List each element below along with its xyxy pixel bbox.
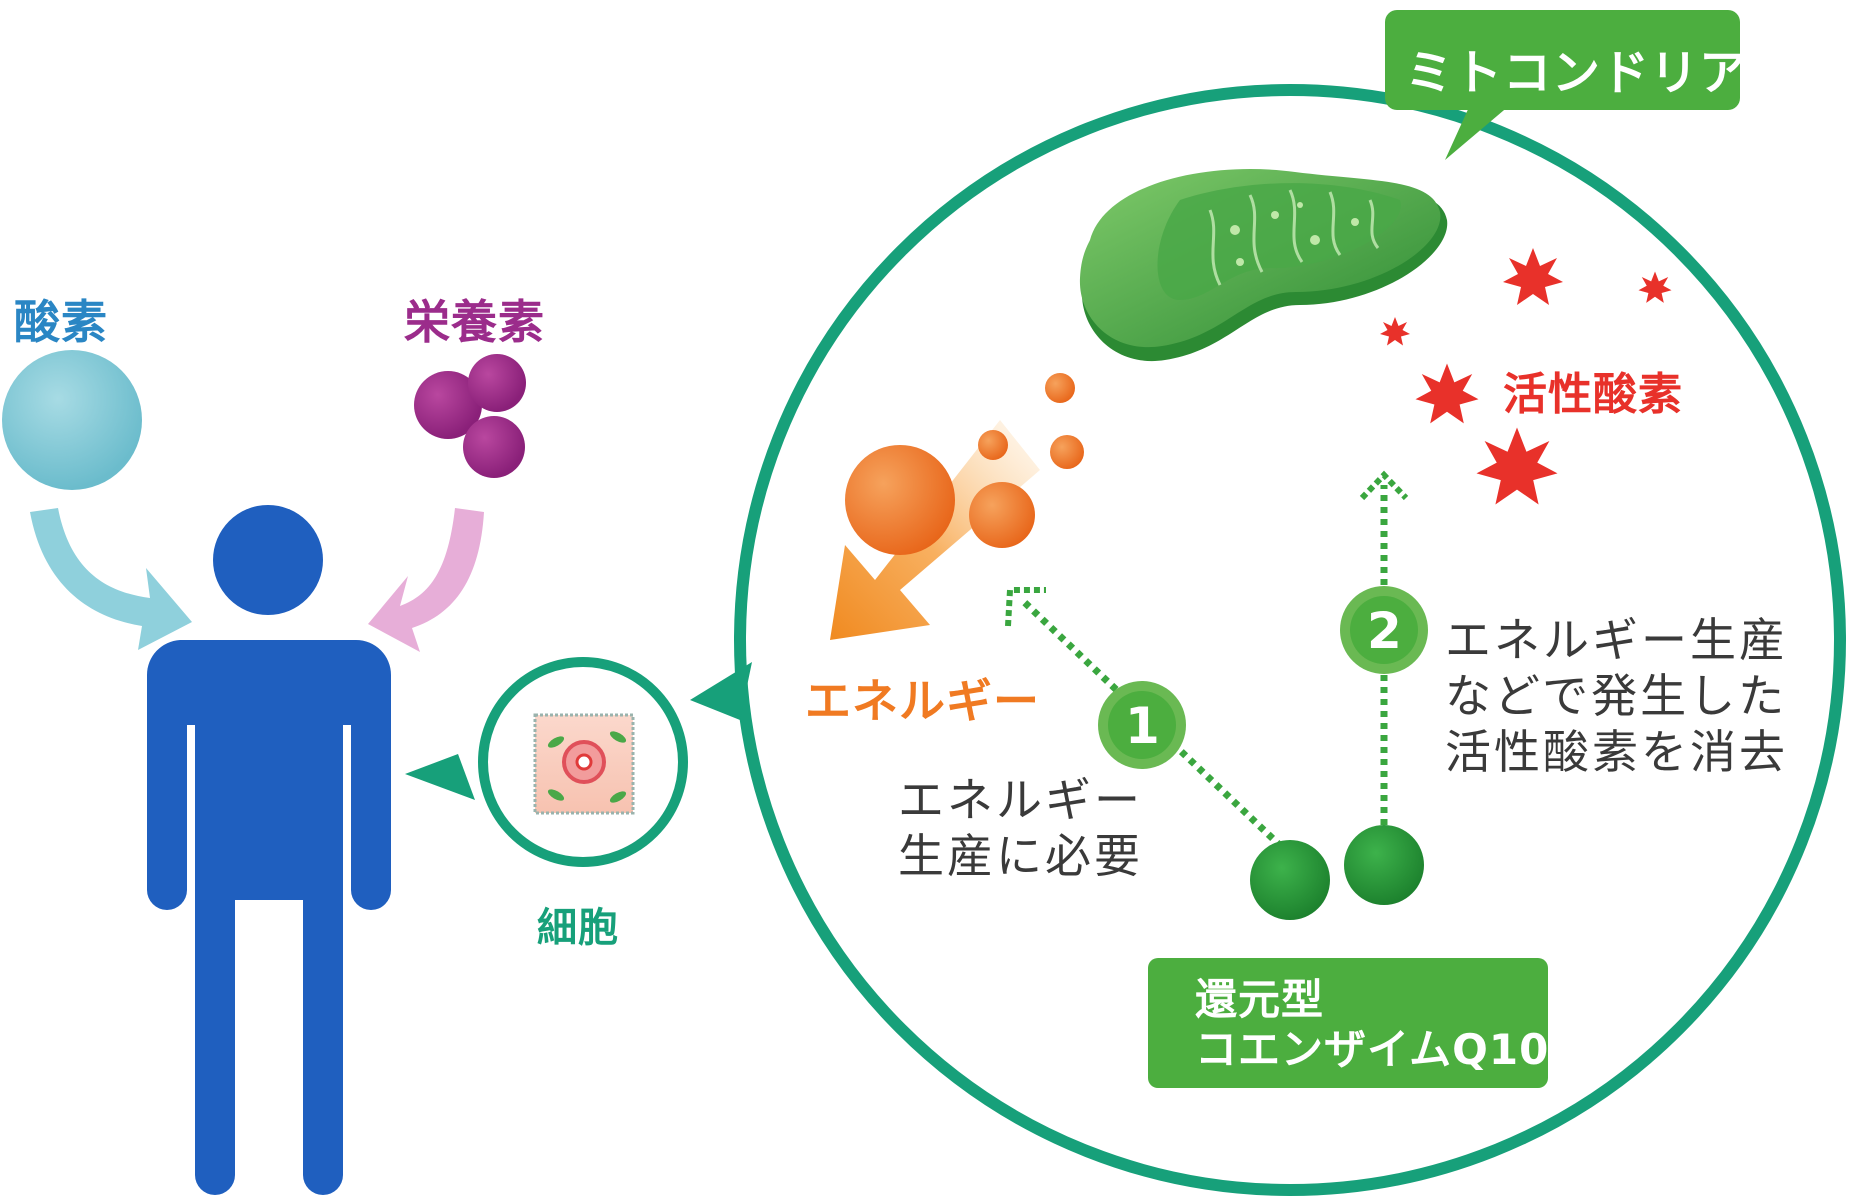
cell-pointer (405, 754, 475, 800)
energy-ball-small-2 (1050, 435, 1084, 469)
zoom-pointer (690, 662, 752, 720)
step2-description: エネルギー生産 などで発生した 活性酸素を消去 (1445, 612, 1788, 780)
mitochondria-bubble (1385, 10, 1740, 160)
energy-label: エネルギー (805, 674, 1040, 728)
nutrient-ball-3 (463, 416, 525, 478)
cell-label: 細胞 (537, 905, 619, 951)
coq10-ball-2 (1344, 825, 1424, 905)
step2-number: 2 (1367, 602, 1403, 660)
coq10-ball-1 (1250, 840, 1330, 920)
human-figure (146, 505, 391, 1195)
mitochondrion (1079, 169, 1448, 362)
coq10-label: 還元型 コエンザイムQ10 (1195, 975, 1549, 1075)
nutrients-label: 栄養素 (404, 295, 545, 349)
mitochondria-label: ミトコンドリア (1405, 45, 1749, 101)
nutrients-arrow (368, 508, 484, 652)
nutrient-ball-1 (414, 371, 482, 439)
energy-ball-small-3 (1045, 373, 1075, 403)
active-oxygen-stars (1380, 248, 1672, 505)
step1-line1: エネルギー (898, 773, 1143, 827)
mitochondria-zoom-circle (734, 84, 1846, 1196)
step1-number: 1 (1125, 697, 1161, 755)
step1-line2: 生産に必要 (898, 829, 1143, 883)
oxygen-arrow (30, 508, 192, 650)
active-oxygen-label: 活性酸素 (1503, 369, 1683, 420)
energy-ball-medium (969, 482, 1035, 548)
energy-ball-large (845, 445, 955, 555)
coq10-line1: 還元型 (1195, 975, 1325, 1024)
step2-line2: などで発生した (1445, 669, 1788, 723)
oxygen-circle (2, 350, 142, 490)
nutrient-ball-2 (468, 354, 526, 412)
coq10-line2: コエンザイムQ10 (1195, 1025, 1550, 1074)
energy-ball-small-1 (978, 430, 1008, 460)
coq10-box (1148, 958, 1548, 1088)
step2-line1: エネルギー生産 (1445, 613, 1788, 667)
step2-line3: 活性酸素を消去 (1445, 725, 1788, 779)
oxygen-label: 酸素 (14, 295, 108, 349)
cell-image (533, 713, 635, 815)
step1-description: エネルギー 生産に必要 (898, 772, 1143, 884)
